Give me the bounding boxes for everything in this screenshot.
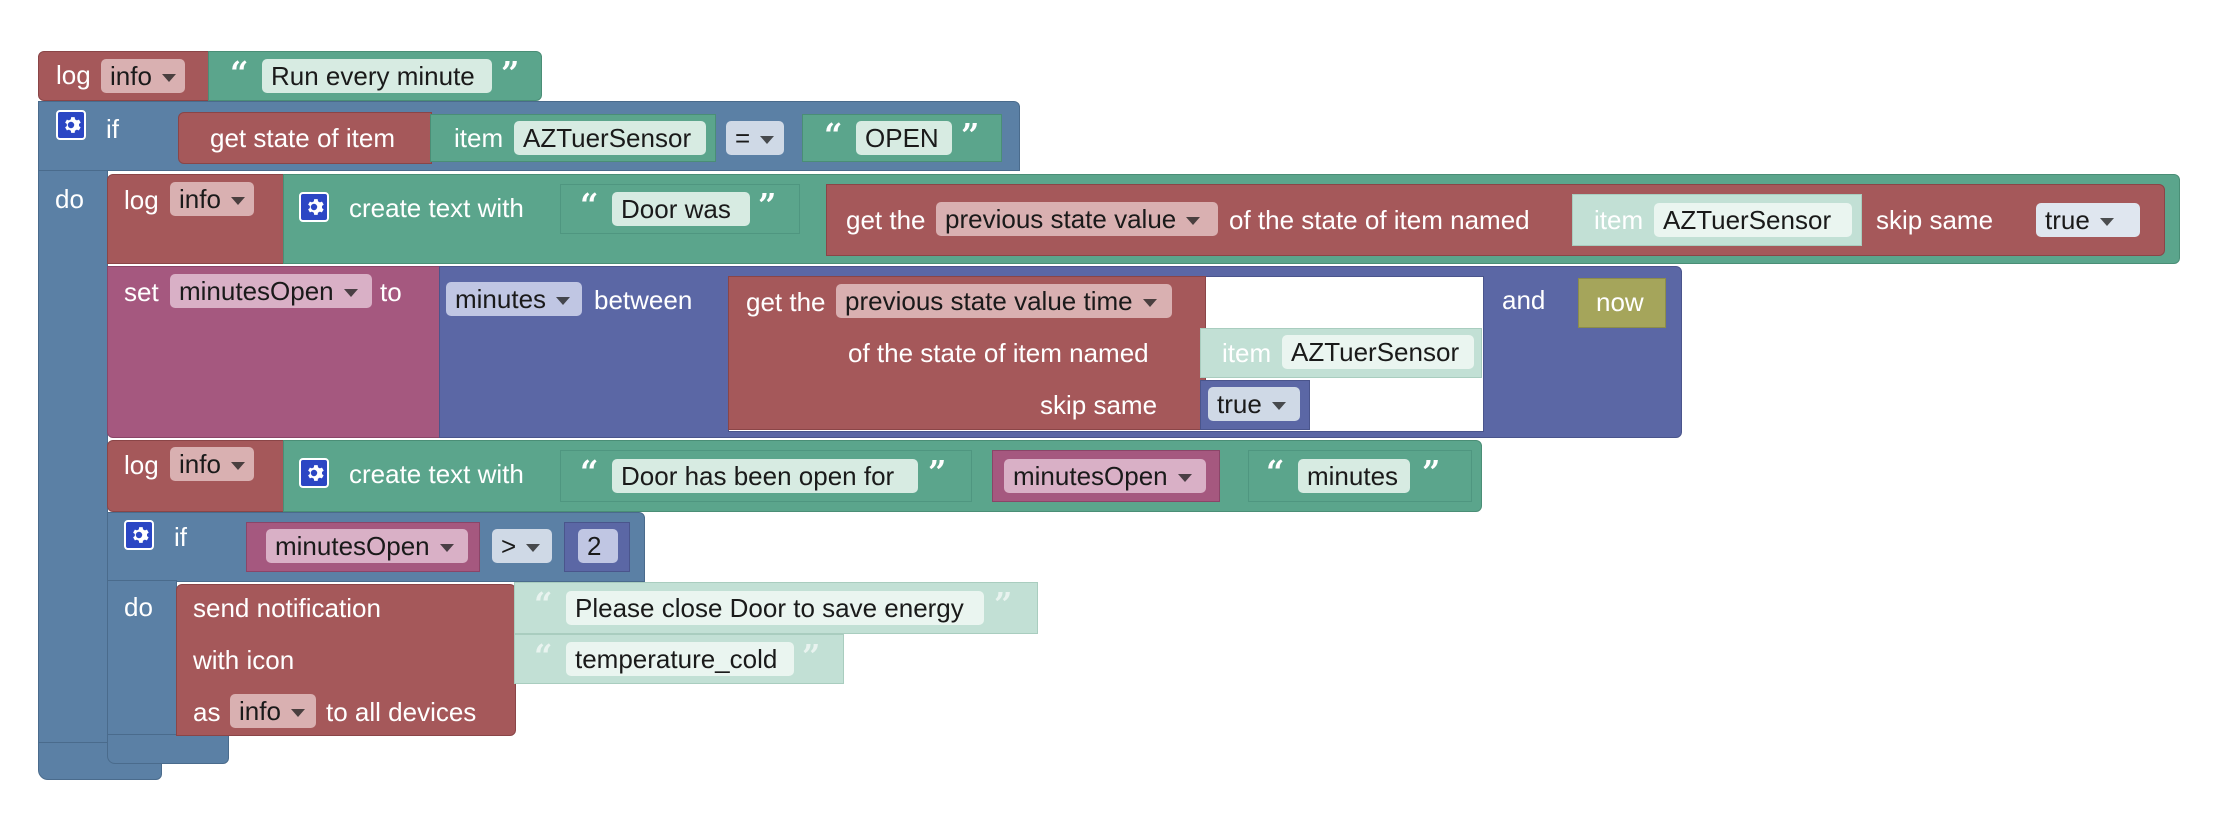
create-text-label: create text with xyxy=(349,459,524,489)
gear-icon[interactable] xyxy=(124,520,154,550)
item-label: item xyxy=(1222,338,1272,368)
gear-icon[interactable] xyxy=(299,192,329,222)
now-label: now xyxy=(1596,287,1644,317)
as-label: as xyxy=(193,697,221,727)
to-label: to xyxy=(380,277,402,307)
open-quote-icon: “ xyxy=(534,585,553,623)
door-was-field[interactable]: Door was xyxy=(612,192,750,226)
create-text-label: create text with xyxy=(349,193,524,223)
skip-same-dropdown[interactable]: true xyxy=(1208,387,1300,421)
open-quote-icon: “ xyxy=(1266,453,1285,491)
get-the-label: get the xyxy=(746,287,826,317)
open-quote-icon: “ xyxy=(580,453,599,491)
compare-op-dropdown[interactable]: > xyxy=(492,529,552,563)
open-quote-icon: “ xyxy=(534,637,553,675)
open-text-field[interactable]: OPEN xyxy=(856,121,952,155)
compare-op-dropdown[interactable]: = xyxy=(726,121,784,155)
log-label: log xyxy=(56,60,91,90)
do-label: do xyxy=(124,592,153,622)
of-state-label: of the state of item named xyxy=(848,338,1149,368)
close-quote-icon: ” xyxy=(928,453,947,491)
and-label: and xyxy=(1502,285,1546,315)
close-quote-icon: ” xyxy=(961,116,980,154)
close-quote-icon: ” xyxy=(994,585,1013,623)
log-level-dropdown[interactable]: info xyxy=(101,59,185,93)
to-all-devices-label: to all devices xyxy=(326,697,477,727)
close-quote-icon: ” xyxy=(758,186,777,224)
open-quote-icon: “ xyxy=(230,54,249,92)
do-label: do xyxy=(55,184,84,214)
skip-same-label: skip same xyxy=(1040,390,1158,420)
door-open-for-field[interactable]: Door has been open for xyxy=(612,459,918,493)
close-quote-icon: ” xyxy=(1422,453,1441,491)
get-the-label: get the xyxy=(846,205,926,235)
item-label: item xyxy=(454,123,504,153)
item-name-field[interactable]: AZTuerSensor xyxy=(1282,335,1474,369)
variable-dropdown[interactable]: minutesOpen xyxy=(1004,459,1206,493)
now-block[interactable] xyxy=(1578,278,1666,328)
variable-dropdown[interactable]: minutesOpen xyxy=(170,274,372,308)
between-label: between xyxy=(594,285,693,315)
variable-dropdown[interactable]: minutesOpen xyxy=(266,529,468,563)
log-label: log xyxy=(124,185,159,215)
number-field[interactable]: 2 xyxy=(578,529,618,563)
open-quote-icon: “ xyxy=(824,116,843,154)
get-state-block[interactable] xyxy=(178,112,432,164)
message-text-field[interactable]: Please close Door to save energy xyxy=(566,591,984,625)
state-type-dropdown[interactable]: previous state value xyxy=(936,202,1218,236)
open-quote-icon: “ xyxy=(580,186,599,224)
log-level-dropdown[interactable]: info xyxy=(170,182,254,216)
if-label: if xyxy=(174,522,187,552)
state-type-dropdown[interactable]: previous state value time xyxy=(836,284,1172,318)
if-block-inner-footer xyxy=(107,734,229,764)
if-label: if xyxy=(106,114,119,144)
log-label: log xyxy=(124,450,159,480)
close-quote-icon: ” xyxy=(501,54,520,92)
severity-dropdown[interactable]: info xyxy=(230,694,316,728)
minutes-text-field[interactable]: minutes xyxy=(1298,459,1410,493)
with-icon-label: with icon xyxy=(193,645,295,675)
send-notification-label: send notification xyxy=(193,593,381,623)
set-label: set xyxy=(124,277,159,307)
log-level-dropdown[interactable]: info xyxy=(170,447,254,481)
gear-icon[interactable] xyxy=(56,110,86,140)
item-name-field[interactable]: AZTuerSensor xyxy=(514,121,706,155)
of-state-label: of the state of item named xyxy=(1229,205,1530,235)
time-unit-dropdown[interactable]: minutes xyxy=(446,282,582,316)
item-name-field[interactable]: AZTuerSensor xyxy=(1654,203,1852,237)
icon-text-field[interactable]: temperature_cold xyxy=(566,642,794,676)
close-quote-icon: ” xyxy=(802,637,821,675)
skip-same-dropdown[interactable]: true xyxy=(2036,203,2140,237)
text-field[interactable]: Run every minute xyxy=(262,59,492,93)
skip-same-label: skip same xyxy=(1876,205,1994,235)
get-state-label: get state of item xyxy=(210,123,395,153)
gear-icon[interactable] xyxy=(299,458,329,488)
item-label: item xyxy=(1594,205,1644,235)
if-block-outer-spine xyxy=(38,170,108,766)
